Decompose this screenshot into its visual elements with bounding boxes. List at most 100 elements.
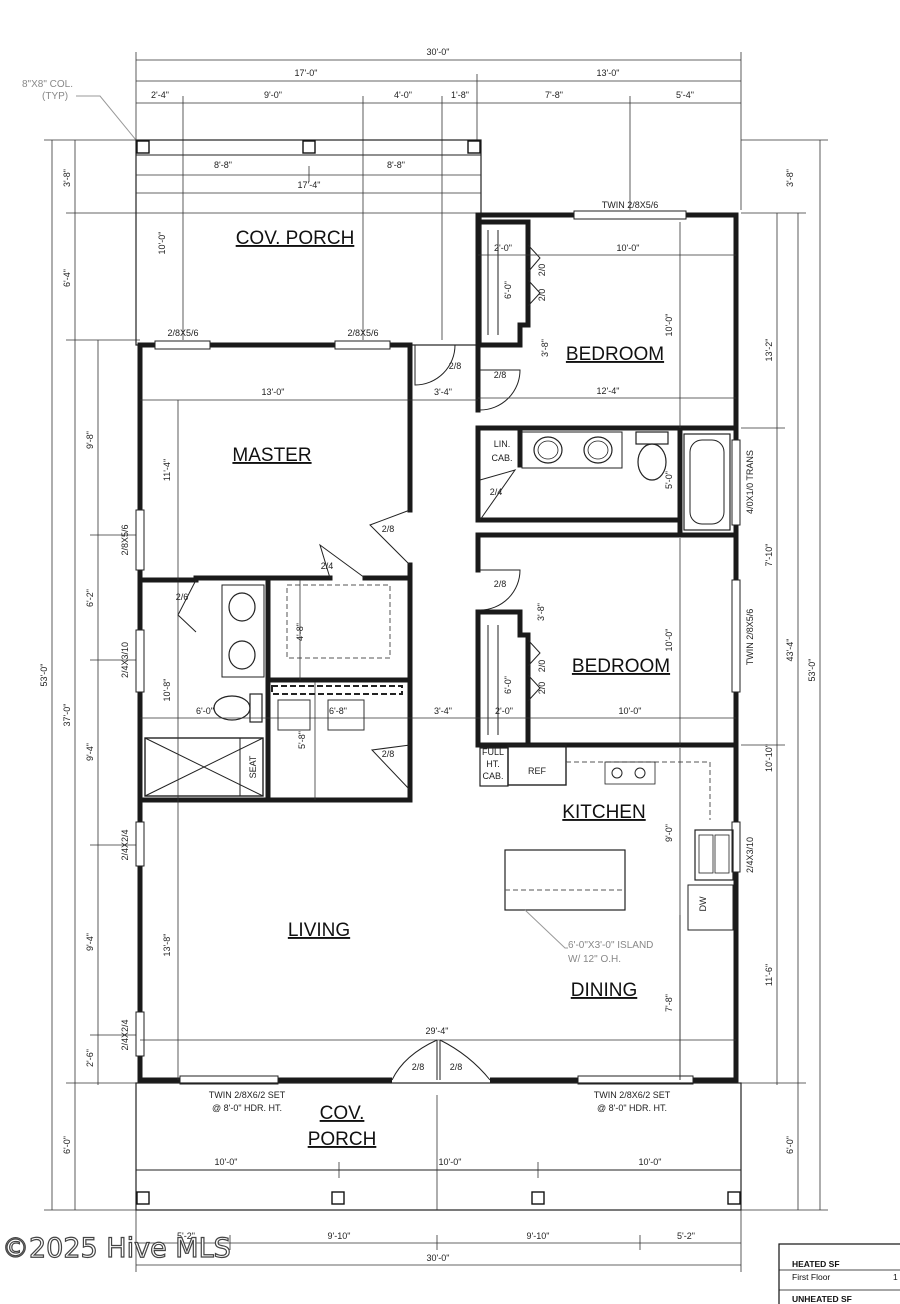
label-window-master-2: 2/8X5/6 xyxy=(347,328,378,338)
dim-bottom-1: 5'-2" xyxy=(177,1231,195,1241)
dim-bed2-closet-w: 2'-0" xyxy=(495,706,513,716)
label-door-2-8-f: 2/8 xyxy=(412,1062,425,1072)
dim-left-e: 9'-4" xyxy=(85,743,95,761)
dim-top-right: 13'-0" xyxy=(597,68,620,78)
dim-porch2-depth-left: 6'-0" xyxy=(62,1136,72,1154)
table-first-floor-value: 1 xyxy=(893,1272,898,1282)
dim-porch-depth: 10'-0" xyxy=(157,232,167,255)
dim-bed-d: 10'-0" xyxy=(664,314,674,337)
label-window-left-2: 2/4X3/10 xyxy=(120,642,130,678)
room-living: LIVING xyxy=(288,920,350,941)
interior-walls xyxy=(137,219,739,803)
dim-porch-a: 8'-8" xyxy=(214,160,232,170)
fixtures xyxy=(213,431,734,949)
label-door-2-0-c: 2/0 xyxy=(537,660,547,673)
label-window-living-2: 2/4X2/4 xyxy=(120,1019,130,1050)
column-note-line2: (TYP) xyxy=(42,91,68,102)
top-dimensions: 30'-0" 17'-0" 13'-0" 2'-4" 9'-0" 4'-0" 1… xyxy=(135,47,742,340)
dim-bed2-hall: 3'-8" xyxy=(536,603,546,621)
dim-seg-6: 5'-4" xyxy=(676,90,694,100)
table-first-floor: First Floor xyxy=(792,1272,830,1282)
dim-kitchen-d: 10'-10" xyxy=(764,744,774,772)
dim-bed-hall: 3'-8" xyxy=(540,339,550,357)
label-door-2-6: 2/6 xyxy=(176,592,189,602)
dim-seg-4: 1'-8" xyxy=(451,90,469,100)
label-seat: SEAT xyxy=(248,755,258,778)
dim-seg-3: 4'-0" xyxy=(394,90,412,100)
dim-bed-w: 10'-0" xyxy=(617,243,640,253)
dim-wic-d: 4'-8" xyxy=(295,623,305,641)
dim-seg-2: 9'-0" xyxy=(264,90,282,100)
dim-porch2-depth-right: 6'-0" xyxy=(785,1136,795,1154)
label-dw: DW xyxy=(698,896,708,911)
left-dimensions: 3'-8" 6'-4" 9'-8" 6'-2" 53'-0" 37'-0" 9'… xyxy=(39,139,480,1211)
label-lin-cab-2: CAB. xyxy=(491,453,512,463)
label-twin-set-left-2: @ 8'-0" HDR. HT. xyxy=(212,1103,282,1113)
watermark: ©2025 Hive MLS xyxy=(2,1233,231,1264)
column-note-line1: 8"X8" COL. xyxy=(22,79,73,90)
area-table: HEATED SF First Floor 1 UNHEATED SF xyxy=(778,1243,900,1304)
dim-hall-w2: 3'-4" xyxy=(434,706,452,716)
label-window-master-1: 2/8X5/6 xyxy=(167,328,198,338)
dim-laundry-d: 5'-8" xyxy=(297,731,307,749)
interior-dimensions: 10'-0" 2'-0" 6'-0" 10'-0" 3'-8" 12'-4" 1… xyxy=(140,222,736,1080)
label-door-2-8-e: 2/8 xyxy=(382,749,395,759)
table-heated: HEATED SF xyxy=(792,1259,840,1269)
label-island-2: W/ 12" O.H. xyxy=(568,954,621,965)
dim-left-f: 9'-4" xyxy=(85,933,95,951)
dim-dining-sub: 7'-8" xyxy=(664,994,674,1012)
label-door-2-8-d: 2/8 xyxy=(494,579,507,589)
dim-right-overall: 53'-0" xyxy=(807,659,817,682)
dim-porch-total: 17'-4" xyxy=(298,180,321,190)
dim-bath-h: 5'-0" xyxy=(664,471,674,489)
label-window-living-1: 2/4X2/4 xyxy=(120,829,130,860)
dim-bed-closet-w: 2'-0" xyxy=(494,243,512,253)
label-lin-cab-1: LIN. xyxy=(494,439,511,449)
label-door-2-4-b: 2/4 xyxy=(321,561,334,571)
label-door-2-0-b: 2/0 xyxy=(537,289,547,302)
label-door-2-8-b: 2/8 xyxy=(494,370,507,380)
right-dimensions: 3'-8" 13'-2" 7'-10" 43'-4" 53'-0" 10'-10… xyxy=(741,139,828,1211)
label-island-1: 6'-0"X3'-0" ISLAND xyxy=(568,940,653,951)
room-cov-porch-bottom-1: COV. xyxy=(320,1103,365,1124)
label-door-2-8-a: 2/8 xyxy=(449,361,462,371)
label-twin-window-top: TWIN 2/8X5/6 xyxy=(602,200,659,210)
dim-bed2-d: 10'-0" xyxy=(664,629,674,652)
dim-bottom-3: 9'-10" xyxy=(527,1231,550,1241)
dim-left-g: 2'-6" xyxy=(85,1049,95,1067)
dim-top-left: 17'-0" xyxy=(295,68,318,78)
label-twin-window-right: TWIN 2/8X5/6 xyxy=(745,609,755,666)
dim-overall-bottom: 30'-0" xyxy=(427,1253,450,1263)
dim-mbath-w: 6'-0" xyxy=(196,706,214,716)
dim-right-a: 3'-8" xyxy=(785,169,795,187)
room-cov-porch-top: COV. PORCH xyxy=(236,228,355,249)
label-door-2-0-d: 2/0 xyxy=(537,682,547,695)
room-master: MASTER xyxy=(232,445,311,466)
label-trans-window: 4/0X1/0 TRANS xyxy=(745,450,755,514)
label-full-ht-1: FULL xyxy=(482,747,504,757)
room-bedroom-top: BEDROOM xyxy=(566,344,664,365)
bottom-porch: COV. PORCH 10'-0" 10'-0" 10'-0" xyxy=(135,1082,742,1211)
dim-living-w: 29'-4" xyxy=(426,1026,449,1036)
dim-laundry-w: 6'-8" xyxy=(329,706,347,716)
dim-right-total: 43'-4" xyxy=(785,639,795,662)
label-door-2-4-a: 2/4 xyxy=(490,487,503,497)
dim-porch2-b: 10'-0" xyxy=(439,1157,462,1167)
dim-left-b: 6'-4" xyxy=(62,269,72,287)
label-door-2-0-a: 2/0 xyxy=(537,264,547,277)
top-porch: 8'-8" 8'-8" 17'-4" 10'-0" COV. PORCH xyxy=(135,139,482,346)
room-bedroom-bottom: BEDROOM xyxy=(572,656,670,677)
dim-bed2-w: 10'-0" xyxy=(619,706,642,716)
dim-kitchen-sub: 9'-0" xyxy=(664,824,674,842)
room-cov-porch-bottom-2: PORCH xyxy=(308,1129,377,1150)
dim-seg-5: 7'-8" xyxy=(545,90,563,100)
dim-seg-1: 2'-4" xyxy=(151,90,169,100)
dim-right-c: 7'-10" xyxy=(764,544,774,567)
dim-master-d: 11'-4" xyxy=(162,459,172,481)
room-labels: BEDROOM MASTER BEDROOM KITCHEN LIVING DI… xyxy=(232,344,670,1001)
label-door-2-8-c: 2/8 xyxy=(382,524,395,534)
dim-mbath-d: 10'-8" xyxy=(162,679,172,702)
room-kitchen: KITCHEN xyxy=(562,802,645,823)
dim-right-b: 13'-2" xyxy=(764,339,774,362)
